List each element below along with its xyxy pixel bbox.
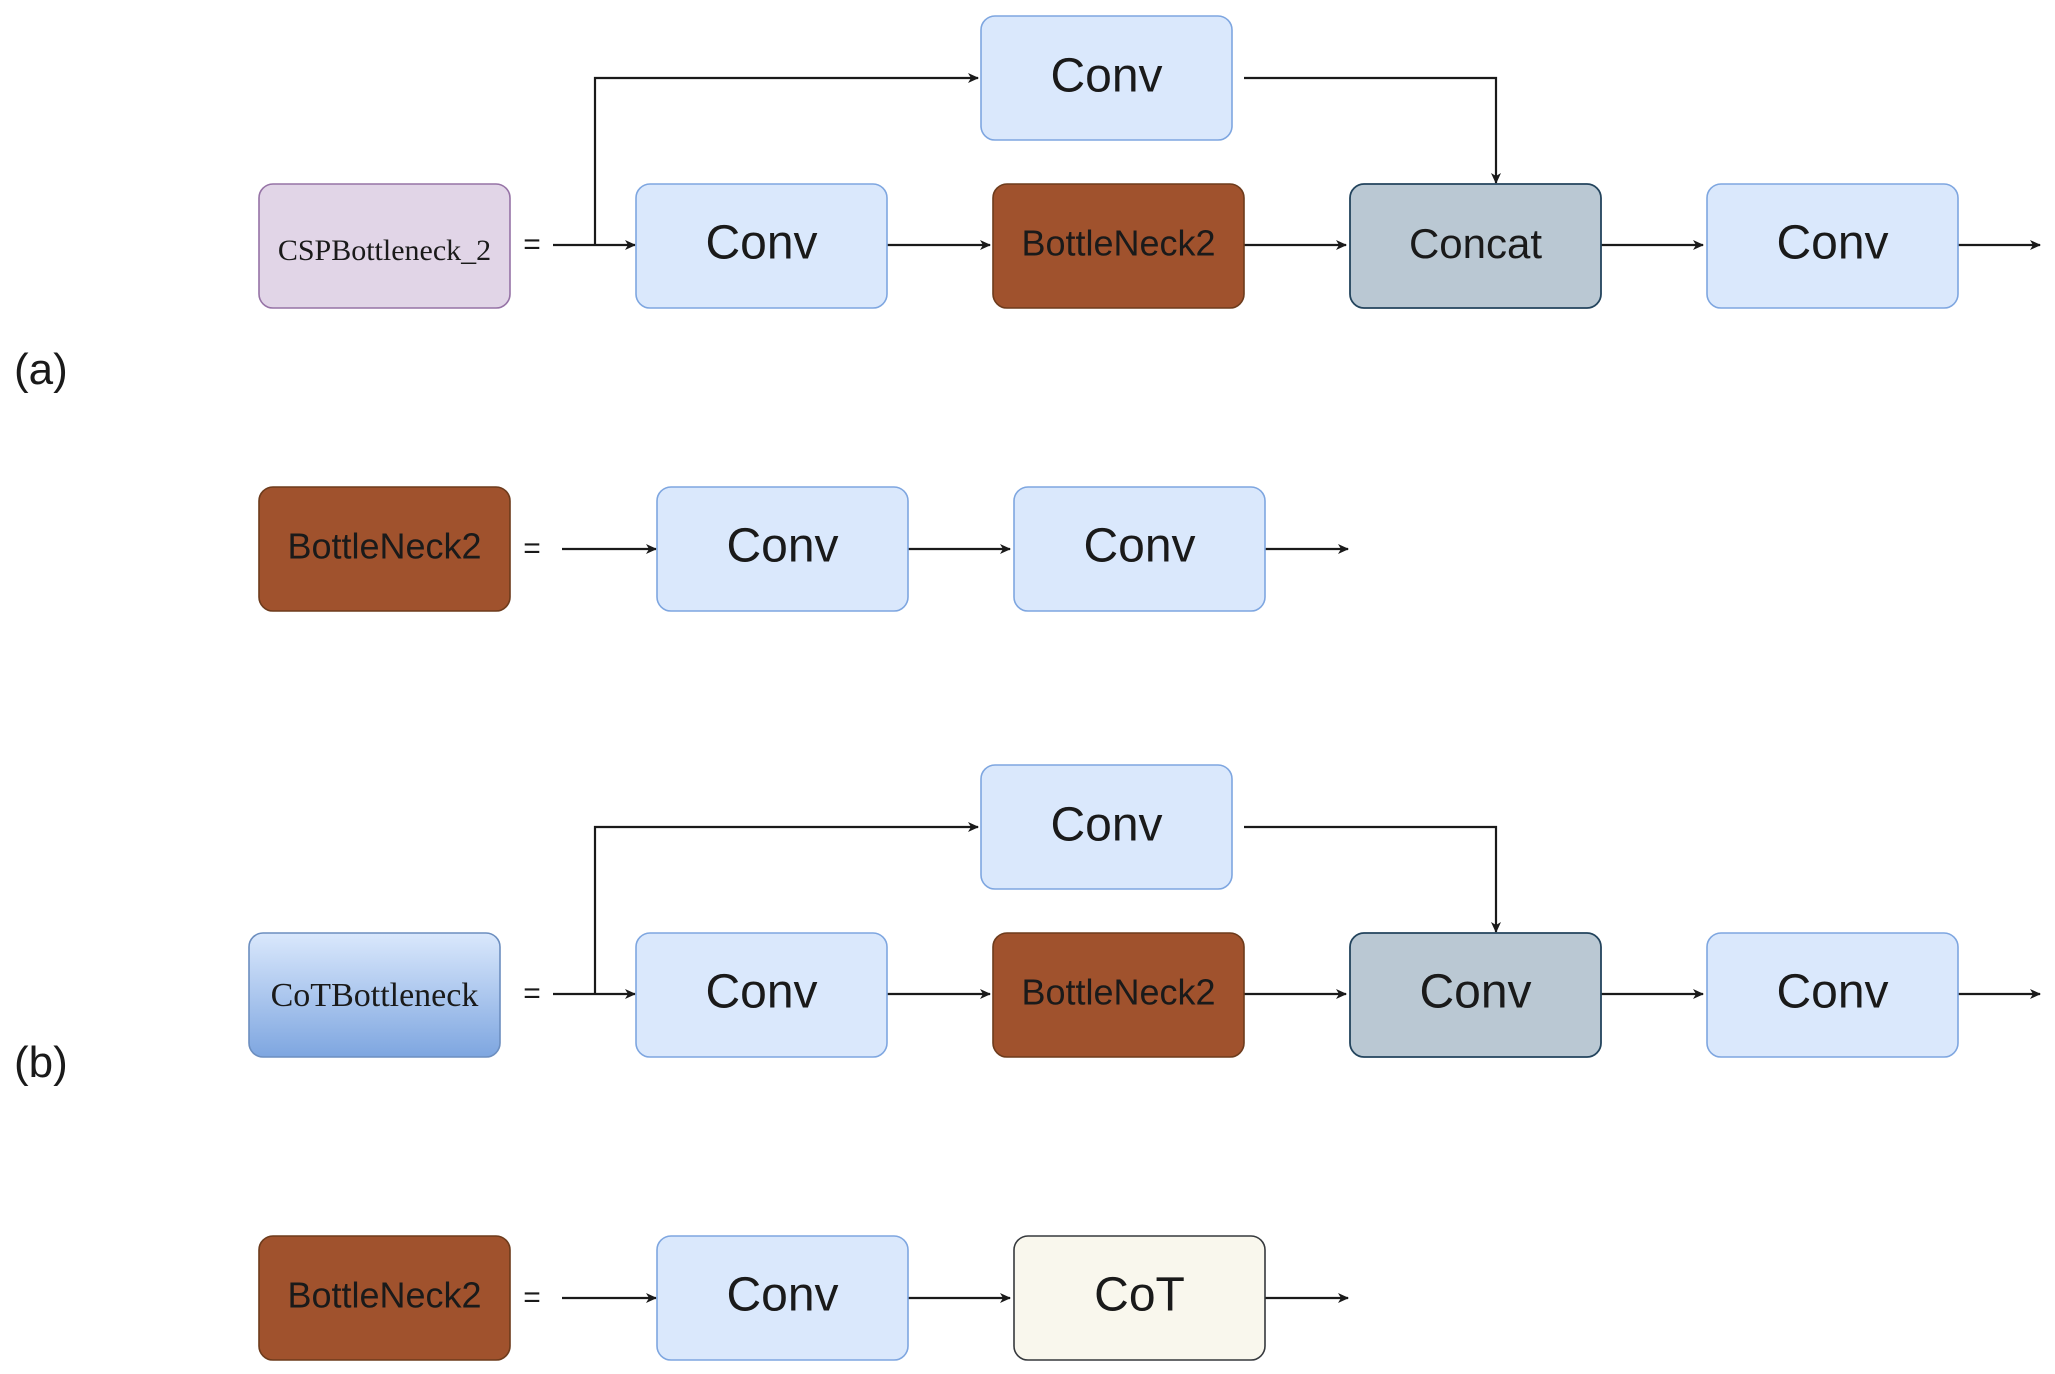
conv-node-b2-1: Conv	[656, 1235, 909, 1361]
csp-bottleneck-node: CSPBottleneck_2	[258, 183, 511, 309]
conv-label: Conv	[1083, 520, 1195, 573]
conv-node-a2-2: Conv	[1013, 486, 1266, 612]
bottleneck2-label: BottleNeck2	[1021, 972, 1215, 1013]
conv-node-b-2: Conv	[1706, 932, 1959, 1058]
equals-sign-a1: =	[523, 228, 541, 261]
bottleneck2-label: BottleNeck2	[287, 1275, 481, 1316]
conv-node-b-top: Conv	[980, 764, 1233, 890]
concat-label: Concat	[1409, 220, 1542, 267]
conv-node-a-1: Conv	[635, 183, 888, 309]
panel-label-a: (a)	[14, 345, 68, 394]
equals-sign-b1: =	[523, 977, 541, 1010]
edge-top-conv-to-mid-conv-b	[1244, 825, 1501, 933]
equals-sign-a2: =	[523, 532, 541, 565]
cot-bottleneck-node: CoTBottleneck	[248, 932, 501, 1058]
cot-bottleneck-label: CoTBottleneck	[271, 977, 479, 1014]
edges-a-top	[553, 73, 2041, 250]
conv-label: Conv	[726, 1269, 838, 1322]
edge-skip-to-top-conv	[593, 73, 979, 245]
bottleneck2-node-b: BottleNeck2	[992, 932, 1245, 1058]
bottleneck2-label: BottleNeck2	[1021, 223, 1215, 264]
conv-label: Conv	[1050, 799, 1162, 852]
concat-node-a: Concat	[1349, 183, 1602, 309]
conv-label: Conv	[726, 520, 838, 573]
conv-label: Conv	[705, 217, 817, 270]
edge-skip-to-top-conv-b	[593, 822, 979, 994]
csp-bottleneck-label: CSPBottleneck_2	[278, 234, 491, 267]
edges-b-top	[553, 822, 2041, 999]
conv-node-a-top: Conv	[980, 15, 1233, 141]
bottleneck2-node-a: BottleNeck2	[992, 183, 1245, 309]
edge-top-conv-to-concat	[1244, 76, 1501, 184]
conv-node-a-2: Conv	[1706, 183, 1959, 309]
panel-label-b: (b)	[14, 1038, 68, 1087]
conv-node-b-1: Conv	[635, 932, 888, 1058]
cot-node: CoT	[1013, 1235, 1266, 1361]
conv-label: Conv	[1776, 217, 1888, 270]
conv-label: Conv	[1050, 50, 1162, 103]
conv-node-b-mid: Conv	[1349, 932, 1602, 1058]
cot-label: CoT	[1094, 1269, 1185, 1322]
conv-label: Conv	[1419, 966, 1531, 1019]
equals-sign-b2: =	[523, 1281, 541, 1314]
bottleneck2-def-node-b: BottleNeck2	[258, 1235, 511, 1361]
bottleneck2-label: BottleNeck2	[287, 526, 481, 567]
conv-label: Conv	[705, 966, 817, 1019]
bottleneck2-def-node-a: BottleNeck2	[258, 486, 511, 612]
conv-label: Conv	[1776, 966, 1888, 1019]
conv-node-a2-1: Conv	[656, 486, 909, 612]
